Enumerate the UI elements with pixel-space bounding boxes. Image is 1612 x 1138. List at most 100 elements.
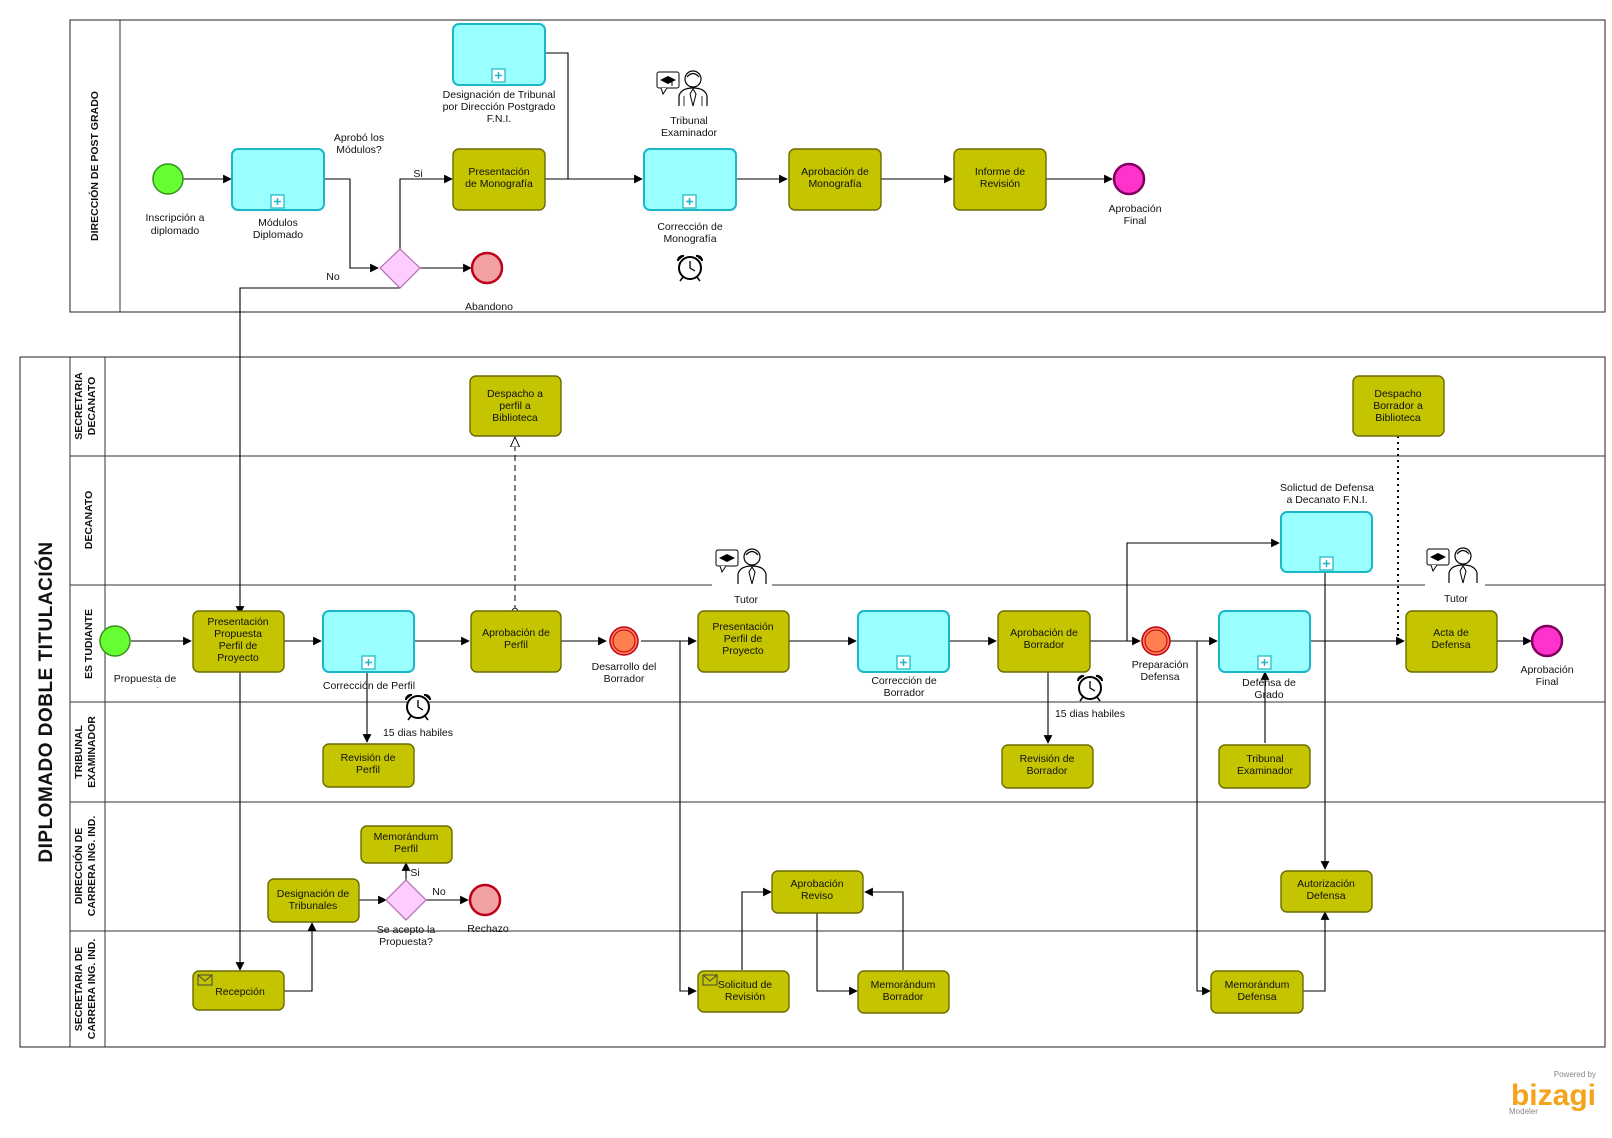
subprocess-label: Módulos (258, 217, 298, 229)
end-event-abandono[interactable] (470, 251, 504, 285)
alarm-clock-icon (677, 254, 703, 282)
lane-secretaria-decanato-label: SECRETARIA DECANATO (73, 372, 98, 440)
event-label: Defensa (1140, 671, 1179, 683)
bizagi-logo: Powered by bizagi Modeler (1509, 1070, 1596, 1116)
task-revision-borrador[interactable]: Revisión de Borrador (1001, 744, 1094, 789)
task-recepcion[interactable]: Recepción (192, 970, 285, 1011)
svg-text:DECANATO: DECANATO (86, 377, 98, 436)
gateway-se-acepto[interactable] (385, 879, 427, 921)
svg-text:SECRETARIA DE: SECRETARIA DE (73, 947, 85, 1032)
svg-text:SECRETARIA: SECRETARIA (73, 372, 85, 440)
lane-decanato-label: DECANATO (83, 491, 95, 550)
subprocess-label: F.N.I. (487, 113, 512, 125)
plus-icon (274, 198, 281, 205)
task-informe-revision[interactable]: Informe de Revisión (953, 148, 1047, 211)
event-label: Desarrollo del (592, 661, 657, 673)
subprocess-correccion-perfil[interactable] (322, 610, 415, 673)
svg-text:DECANATO: DECANATO (83, 491, 95, 550)
subprocess-label: Corrección de Perfil (323, 680, 415, 692)
svg-text:Proyecto: Proyecto (722, 645, 764, 657)
event-label: Preparación (1132, 659, 1189, 671)
performer-label: Examinador (661, 127, 718, 139)
sequence-flows (131, 52, 1532, 996)
envelope-icon (702, 974, 718, 986)
plus-icon (365, 659, 372, 666)
subprocess-label: por Dirección Postgrado (443, 101, 556, 113)
gateway-question: Propuesta? (379, 936, 433, 948)
svg-text:Informe de: Informe de (975, 166, 1025, 178)
end-event-rechazo[interactable] (468, 883, 502, 917)
subprocess-designacion-tribunal[interactable] (452, 23, 546, 86)
plus-icon (686, 198, 693, 205)
task-presentacion-perfil[interactable]: Presentación Perfil de Proyecto (697, 610, 790, 673)
task-solicitud-revision[interactable]: Solicitud de Revisión (697, 970, 790, 1013)
task-aprobacion-perfil[interactable]: Aprobación de Perfil (470, 610, 562, 673)
alarm-clock-icon (1077, 674, 1103, 702)
task-acta-defensa[interactable]: Acta de Defensa (1405, 610, 1498, 673)
alarm-clock-icon (405, 693, 431, 721)
subprocess-label: Corrección de (657, 221, 723, 233)
svg-text:Perfil de: Perfil de (724, 633, 763, 645)
start-event-inscripcion[interactable] (152, 163, 184, 195)
task-memorandum-perfil[interactable]: Memorándum Perfil (360, 825, 453, 864)
task-despacho-borrador[interactable]: Despacho Borrador a Biblioteca (1352, 375, 1445, 437)
subprocess-correccion-monografia[interactable] (643, 148, 737, 211)
svg-text:Solicitud de: Solicitud de (718, 979, 772, 991)
svg-text:Defensa: Defensa (1237, 991, 1276, 1003)
task-tribunal-examinador[interactable]: Tribunal Examinador (1218, 744, 1311, 789)
svg-text:Biblioteca: Biblioteca (492, 412, 538, 424)
subprocess-defensa-grado[interactable] (1218, 610, 1311, 673)
start-event-propuesta[interactable] (99, 625, 131, 657)
svg-text:TRIBUNAL: TRIBUNAL (73, 725, 85, 779)
svg-text:Revisión: Revisión (980, 178, 1020, 190)
plus-icon (495, 72, 502, 79)
pool-diplomado: DIPLOMADO DOBLE TITULACIÓN SECRETARIA DE… (19, 356, 1606, 1048)
task-aprobacion-monografia[interactable]: Aprobación de Monografía (788, 148, 882, 211)
task-presentacion-propuesta[interactable]: Presentación Propuesta Perfil de Proyect… (192, 610, 285, 673)
task-memorandum-defensa[interactable]: Memorándum Defensa (1210, 970, 1304, 1014)
subprocess-label: a Decanato F.N.I. (1286, 494, 1367, 506)
intermediate-event-desarrollo-borrador[interactable] (609, 626, 639, 656)
svg-text:CARRERA ING. IND.: CARRERA ING. IND. (86, 939, 98, 1040)
flow-label-no: No (326, 271, 340, 283)
svg-text:Examinador: Examinador (1237, 765, 1294, 777)
svg-text:Propuesta: Propuesta (214, 628, 262, 640)
svg-text:Borrador: Borrador (883, 991, 924, 1003)
lane-secretaria-carrera-label: SECRETARIA DE CARRERA ING. IND. (73, 939, 98, 1040)
subprocess-solicitud-defensa[interactable] (1280, 511, 1373, 573)
gateway-question: Se acepto la (377, 924, 436, 936)
svg-text:Borrador a: Borrador a (1373, 400, 1423, 412)
task-presentacion-monografia[interactable]: Presentación de Monografía (452, 148, 546, 211)
subprocess-label: Monografía (663, 233, 716, 245)
subprocess-label: Borrador (884, 687, 925, 699)
task-aprobacion-borrador[interactable]: Aprobación de Borrador (997, 610, 1091, 673)
svg-text:Tribunales: Tribunales (289, 900, 338, 912)
end-event-aprobacion-final-main[interactable] (1530, 624, 1564, 658)
task-revision-perfil[interactable]: Revisión de Perfil (322, 743, 415, 788)
intermediate-event-preparacion-defensa[interactable] (1141, 626, 1171, 656)
svg-text:Borrador: Borrador (1024, 639, 1065, 651)
svg-text:Aprobación: Aprobación (790, 878, 843, 890)
lane-tribunal-label: TRIBUNAL EXAMINADOR (73, 716, 98, 788)
svg-text:Presentación: Presentación (207, 616, 268, 628)
end-label: Aprobación (1520, 664, 1573, 676)
subprocess-modulos-diplomado[interactable] (231, 148, 325, 211)
svg-text:Memorándum: Memorándum (374, 831, 439, 843)
gateway-aprobo-modulos[interactable] (379, 248, 421, 289)
task-memorandum-borrador[interactable]: Memorándum Borrador (857, 970, 950, 1014)
task-designacion-tribunales[interactable]: Designación de Tribunales (267, 878, 360, 923)
performer-label: Tribunal (670, 115, 708, 127)
start-label: diplomado (151, 225, 200, 237)
subprocess-correccion-borrador[interactable] (857, 610, 950, 673)
svg-text:Recepción: Recepción (215, 986, 265, 998)
end-event-aprobacion-final[interactable] (1112, 162, 1146, 196)
svg-text:Aprobación de: Aprobación de (801, 166, 869, 178)
tutor-icon (1426, 547, 1478, 584)
task-despacho-perfil[interactable]: Despacho a perfil a Biblioteca (469, 375, 562, 437)
svg-text:Perfil: Perfil (356, 764, 380, 776)
event-label: Borrador (604, 673, 645, 685)
task-autorizacion-defensa[interactable]: Autorización Defensa (1280, 870, 1373, 913)
start-label: Inscripción a (146, 212, 205, 224)
svg-text:Biblioteca: Biblioteca (1375, 412, 1421, 424)
task-aprobacion-reviso[interactable]: Aprobación Reviso (771, 870, 864, 914)
